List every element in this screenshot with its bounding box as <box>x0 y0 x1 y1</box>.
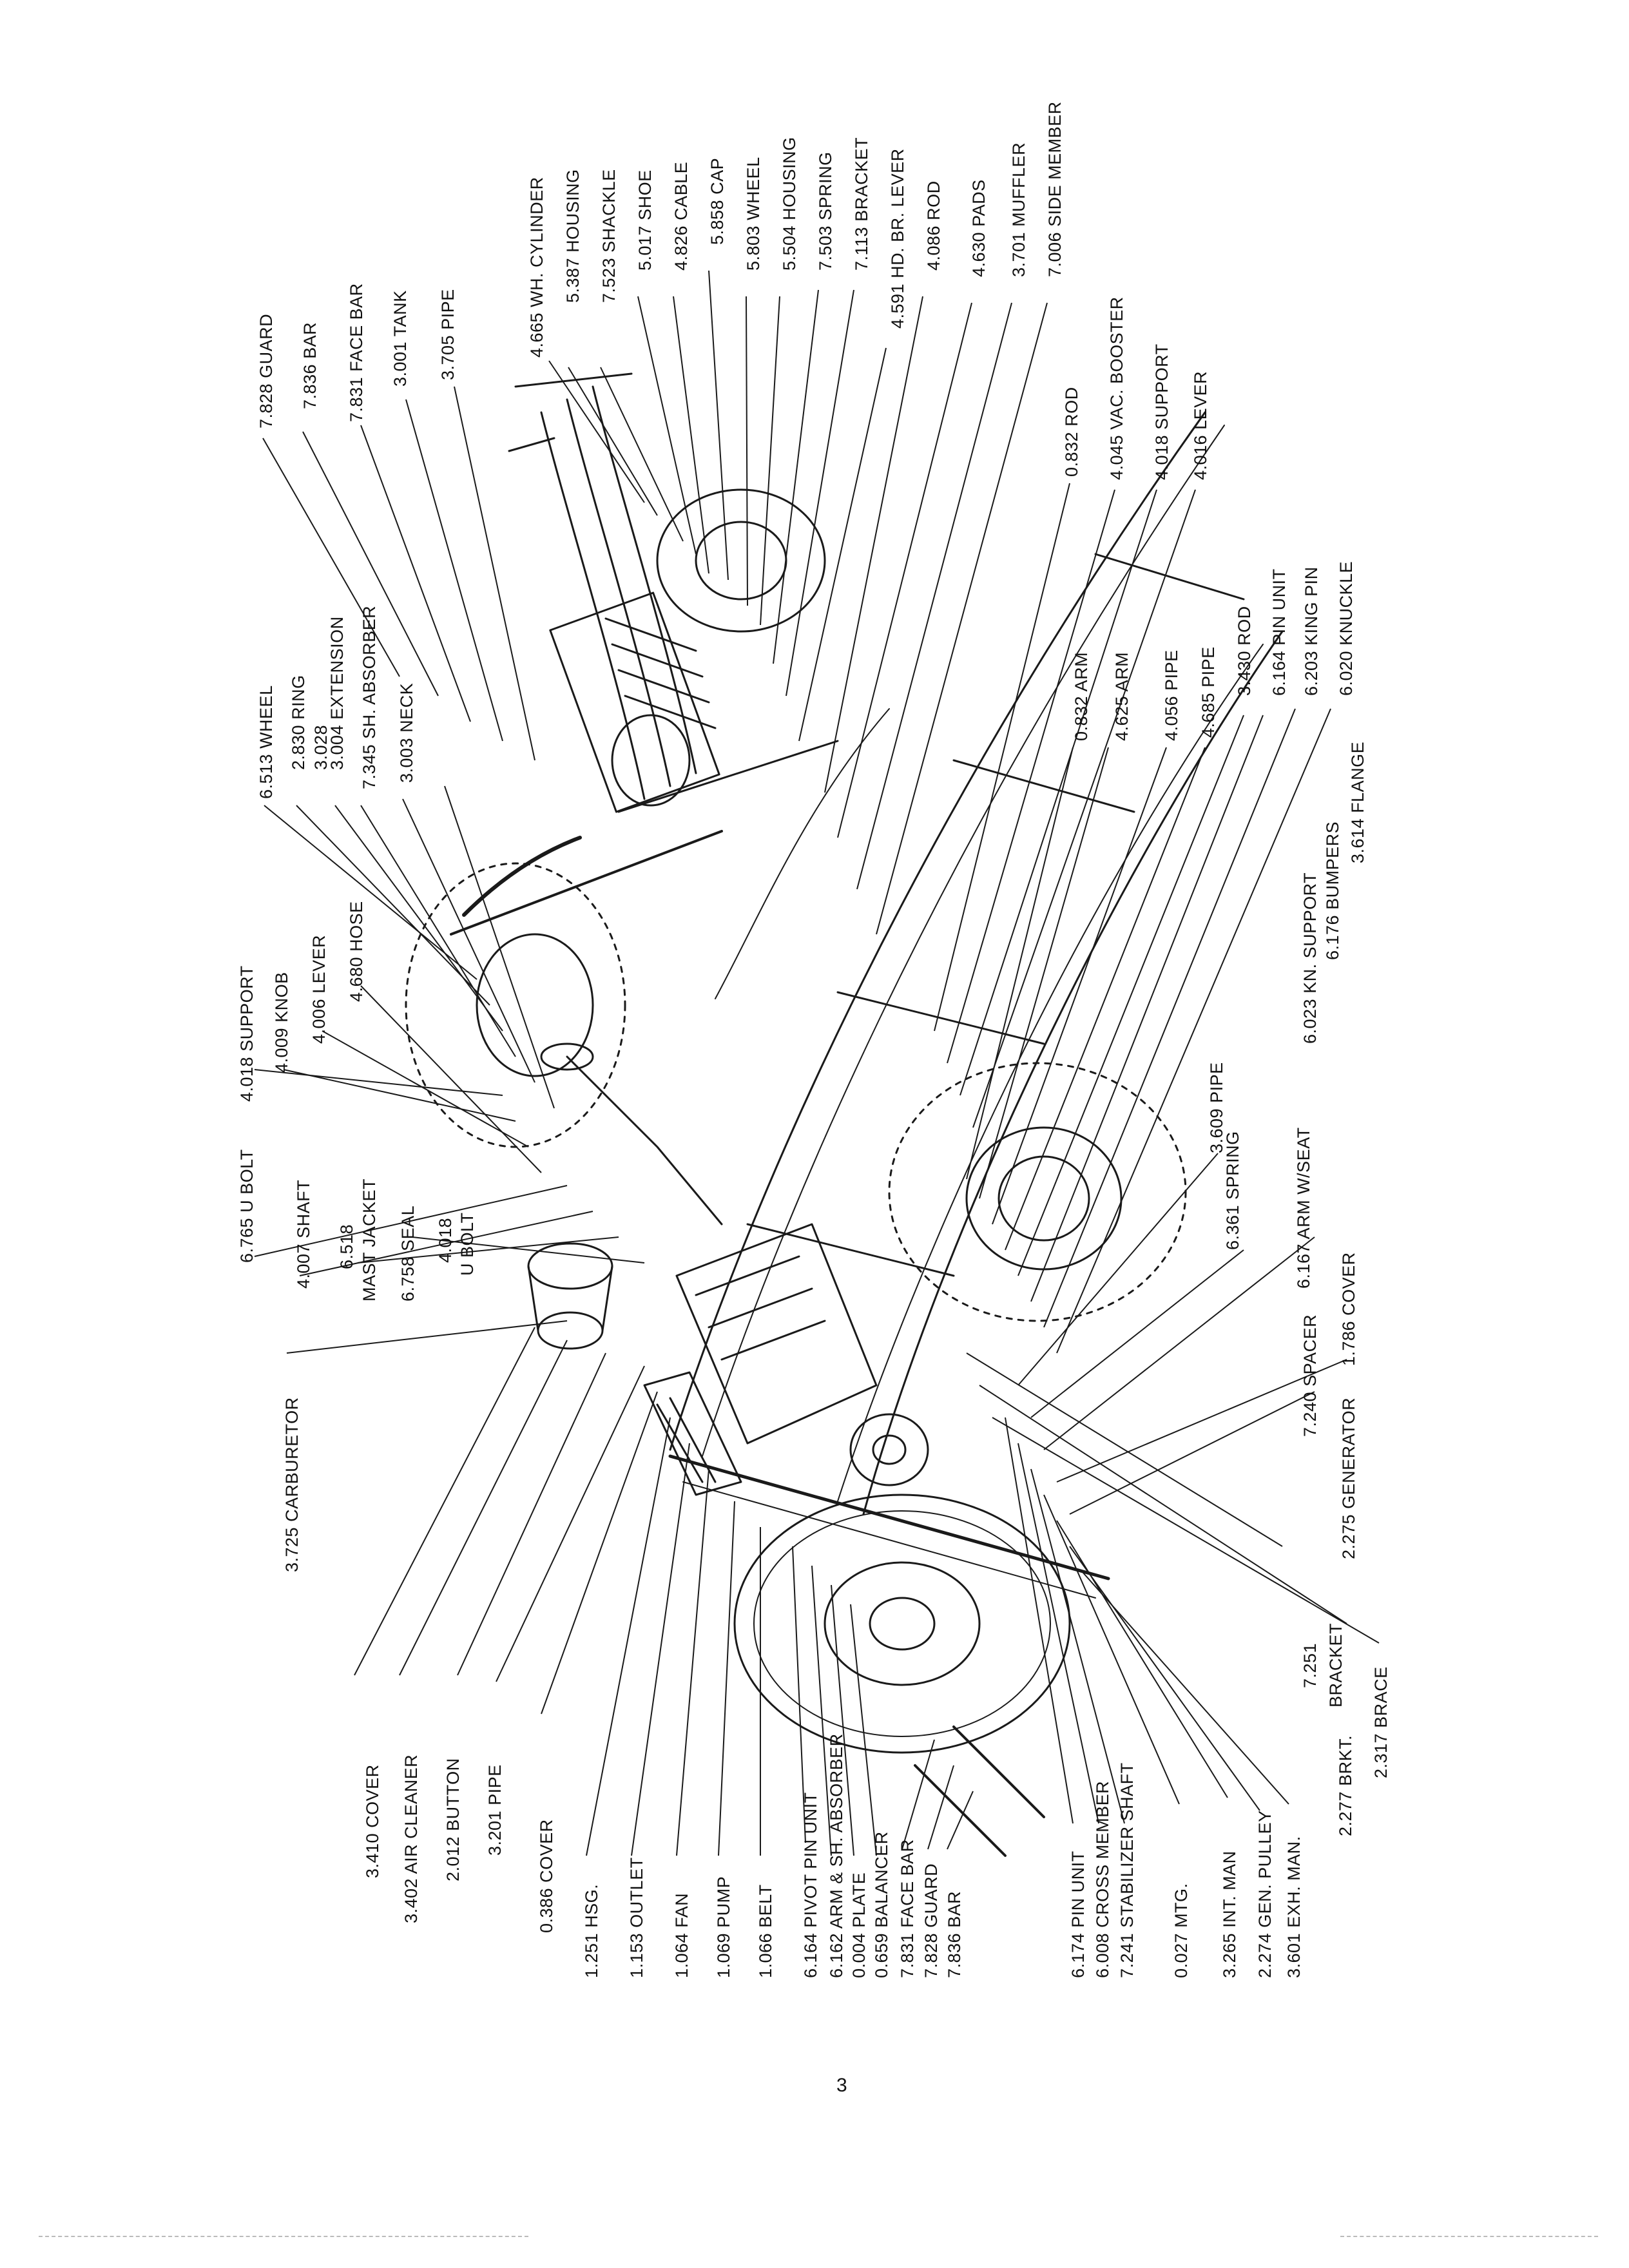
label: 7.831 FACE BAR <box>347 283 366 422</box>
label: 4.630 PADS <box>969 179 988 277</box>
label: 4.007 SHAFT <box>294 1179 313 1289</box>
scan-edge-line <box>39 2236 528 2237</box>
label: 0.832 ARM <box>1072 651 1091 741</box>
label: 4.045 VAC. BOOSTER <box>1107 296 1126 480</box>
label: 3.701 MUFFLER <box>1009 142 1028 277</box>
label: 6.020 KNUCKLE <box>1336 561 1356 696</box>
label: 6.167 ARM W/SEAT <box>1294 1127 1313 1289</box>
label: 0.027 MTG. <box>1171 1883 1191 1978</box>
label: 4.056 PIPE <box>1162 649 1181 741</box>
label: 1.069 PUMP <box>714 1876 733 1978</box>
label: 7.831 FACE BAR <box>898 1839 917 1978</box>
label: 6.518 <box>337 1224 356 1269</box>
label-carburetor: 3.725 CARBURETOR <box>282 1397 302 1572</box>
label: 7.345 SH. ABSORBER <box>360 605 379 789</box>
label: 7.828 GUARD <box>256 313 276 428</box>
label: 5.858 CAP <box>708 157 727 245</box>
label: 5.387 HOUSING <box>563 169 583 303</box>
label: 6.203 KING PIN <box>1302 566 1321 696</box>
frame-rail-left <box>669 411 1206 1451</box>
label: 6.164 PIN UNIT <box>1269 568 1289 696</box>
label: 5.504 HOUSING <box>780 137 799 271</box>
label: 0.386 COVER <box>537 1819 556 1933</box>
label: 2.277 BRKT. <box>1336 1735 1355 1836</box>
label: 1.066 BELT <box>756 1884 775 1978</box>
label: 4.018 SUPPORT <box>237 965 256 1102</box>
label: 4.591 HD. BR. LEVER <box>888 148 907 329</box>
front-wheel-upper <box>888 1062 1187 1322</box>
label: 3.410 COVER <box>363 1764 382 1878</box>
label: 7.006 SIDE MEMBER <box>1045 101 1065 277</box>
label: 7.836 BAR <box>300 322 320 409</box>
label: 4.018 SUPPORT <box>1152 343 1171 480</box>
label: BRACKET <box>1326 1622 1345 1707</box>
label: 4.826 CABLE <box>671 161 691 271</box>
label: U BOLT <box>458 1212 477 1276</box>
label: 7.523 SHACKLE <box>599 169 619 303</box>
label: 7.240 SPACER <box>1300 1314 1320 1437</box>
label: 7.251 <box>1300 1642 1320 1688</box>
label: 2.275 GENERATOR <box>1339 1397 1358 1559</box>
label: 1.153 OUTLET <box>627 1857 646 1978</box>
label: 5.017 SHOE <box>635 169 655 271</box>
label: 6.758 SEAL <box>398 1205 418 1302</box>
label: 3.265 INT. MAN <box>1220 1850 1239 1978</box>
label: 1.251 HSG. <box>582 1883 601 1978</box>
label: 6.513 WHEEL <box>256 685 276 799</box>
label: 7.828 GUARD <box>921 1863 941 1978</box>
label: 7.113 BRACKET <box>852 137 871 271</box>
label: 2.012 BUTTON <box>443 1758 463 1881</box>
label: 0.832 ROD <box>1062 387 1081 477</box>
label: 1.064 FAN <box>672 1892 691 1978</box>
label: 6.008 CROSS MEMBER <box>1093 1780 1112 1978</box>
label: 4.665 WH. CYLINDER <box>527 177 546 358</box>
label: 2.317 BRACE <box>1371 1666 1391 1778</box>
label: 3.003 NECK <box>397 682 416 783</box>
label: 6.176 BUMPERS <box>1323 821 1342 960</box>
label: 6.361 SPRING <box>1223 1131 1242 1250</box>
label: 3.614 FLANGE <box>1348 741 1367 863</box>
label: 7.503 SPRING <box>816 151 835 271</box>
label: 4.006 LEVER <box>309 934 329 1044</box>
label: 3.402 AIR CLEANER <box>401 1754 421 1923</box>
label: 3.001 TANK <box>390 290 410 387</box>
label: 3.004 EXTENSION <box>327 616 347 770</box>
radiator <box>643 1371 742 1496</box>
label: 6.164 PIVOT PIN UNIT <box>801 1792 820 1978</box>
label: 4.625 ARM <box>1112 651 1132 741</box>
rear-wheel-right <box>656 488 826 633</box>
label: 4.685 PIPE <box>1199 646 1218 738</box>
label: 0.004 PLATE <box>849 1872 869 1978</box>
label: 4.009 KNOB <box>272 972 291 1073</box>
engine-block <box>675 1223 878 1445</box>
label: 4.680 HOSE <box>347 901 366 1002</box>
label: 3.705 PIPE <box>438 289 458 380</box>
page-number: 3 <box>836 2075 847 2096</box>
label: 3.430 ROD <box>1235 606 1254 696</box>
label: 6.765 U BOLT <box>237 1149 256 1263</box>
label: 1.786 COVER <box>1339 1252 1358 1366</box>
label: 4.018 <box>436 1217 455 1263</box>
label: 5.803 WHEEL <box>744 157 763 271</box>
label: 0.659 BALANCER <box>872 1831 891 1978</box>
label: 4.016 LEVER <box>1191 370 1210 480</box>
label: MAST JACKET <box>360 1178 379 1302</box>
label: 6.162 ARM & SH. ABSORBER <box>827 1733 846 1978</box>
label: 7.836 BAR <box>945 1890 964 1978</box>
label: 4.086 ROD <box>924 180 943 271</box>
label: 3.601 EXH. MAN. <box>1284 1836 1304 1978</box>
label: 3.201 PIPE <box>485 1764 505 1856</box>
label: 6.174 PIN UNIT <box>1068 1850 1088 1978</box>
scan-edge-line <box>1340 2236 1598 2237</box>
label: 7.241 STABILIZER SHAFT <box>1117 1762 1137 1978</box>
label: 6.023 KN. SUPPORT <box>1300 872 1320 1044</box>
label: 2.830 RING <box>289 675 308 770</box>
front-wheel-lower <box>733 1494 1071 1754</box>
label: 2.274 GEN. PULLEY <box>1255 1810 1275 1978</box>
